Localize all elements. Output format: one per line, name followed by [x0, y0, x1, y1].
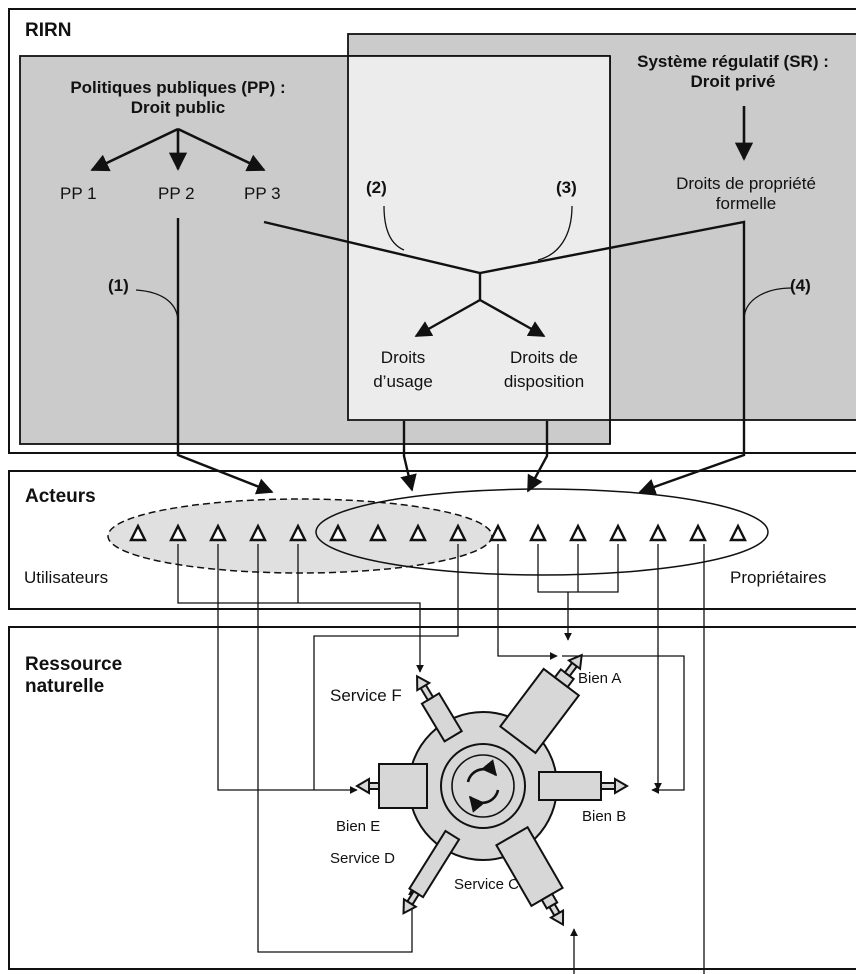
link-3-label: (3) — [556, 178, 577, 197]
bien-a-label: Bien A — [578, 670, 622, 687]
policy-links — [176, 218, 746, 495]
link-2-label: (2) — [366, 178, 387, 197]
resource-header: Ressource naturelle — [25, 654, 123, 697]
users-label: Utilisateurs — [24, 568, 109, 587]
pp1-label: PP 1 — [60, 184, 97, 203]
rights-overlap-box — [348, 56, 610, 420]
actors-header: Acteurs — [25, 486, 96, 507]
service-d-label: Service D — [330, 850, 396, 867]
link-1-label: (1) — [108, 276, 129, 295]
service-f-label: Service F — [330, 686, 402, 705]
link-4-label: (4) — [790, 276, 811, 295]
public-policy-title: Politiques publiques (PP) : Droit public — [70, 78, 286, 117]
bien-e-label: Bien E — [336, 818, 381, 835]
pp2-label: PP 2 — [158, 184, 195, 203]
formal-property-rights-label: Droits de propriété formelle — [676, 174, 816, 213]
label-connectors — [135, 205, 793, 323]
cycle-icon — [466, 759, 500, 813]
overlap-box-border — [347, 55, 611, 444]
actor-resource-lines — [177, 544, 705, 974]
pp3-label: PP 3 — [244, 184, 281, 203]
pp-split-arrows — [90, 127, 266, 172]
usage-rights-label: Droits d’usage — [373, 348, 433, 391]
bien-b-label: Bien B — [582, 808, 627, 825]
disposition-rights-label: Droits de disposition — [503, 348, 585, 391]
regulatory-system-title: Système régulatif (SR) : Droit privé — [637, 52, 829, 91]
resource-diagram — [355, 653, 629, 927]
rirn-header: RIRN — [25, 20, 72, 41]
owners-label: Propriétaires — [730, 568, 827, 587]
service-c-label: Service C — [454, 876, 520, 893]
owners-ellipse — [315, 488, 769, 576]
